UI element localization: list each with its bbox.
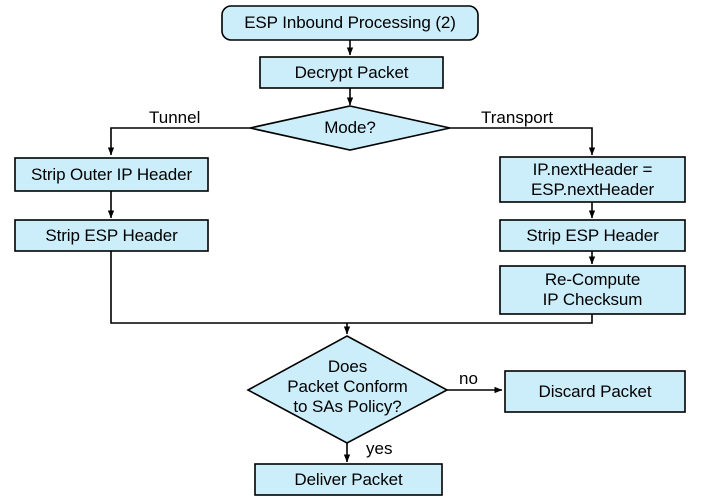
node-next-header-shape[interactable] bbox=[499, 156, 686, 203]
node-strip-outer-ip-shape[interactable] bbox=[14, 157, 209, 192]
edge-mode-to-tunnel bbox=[107, 127, 250, 156]
node-deliver-shape[interactable] bbox=[254, 463, 443, 496]
node-conform-shape[interactable] bbox=[246, 335, 449, 444]
edge-mode-to-transport bbox=[450, 127, 596, 156]
node-discard-shape[interactable] bbox=[504, 370, 686, 413]
edge-label-transport: Transport bbox=[481, 108, 554, 127]
edge-label-no: no bbox=[459, 369, 478, 388]
edge-transport-merge bbox=[347, 314, 593, 324]
node-start-shape[interactable] bbox=[221, 5, 479, 41]
edge-label-tunnel: Tunnel bbox=[149, 108, 201, 127]
node-mode-shape[interactable] bbox=[249, 105, 451, 151]
node-strip-esp-tunnel-shape[interactable] bbox=[14, 219, 209, 252]
edge-label-yes: yes bbox=[366, 439, 393, 458]
node-recompute-shape[interactable] bbox=[499, 265, 686, 315]
connector-group bbox=[107, 40, 596, 463]
edge-tunnel-merge bbox=[110, 251, 347, 324]
node-strip-esp-transport-shape[interactable] bbox=[499, 219, 686, 252]
node-decrypt-shape[interactable] bbox=[259, 56, 444, 89]
